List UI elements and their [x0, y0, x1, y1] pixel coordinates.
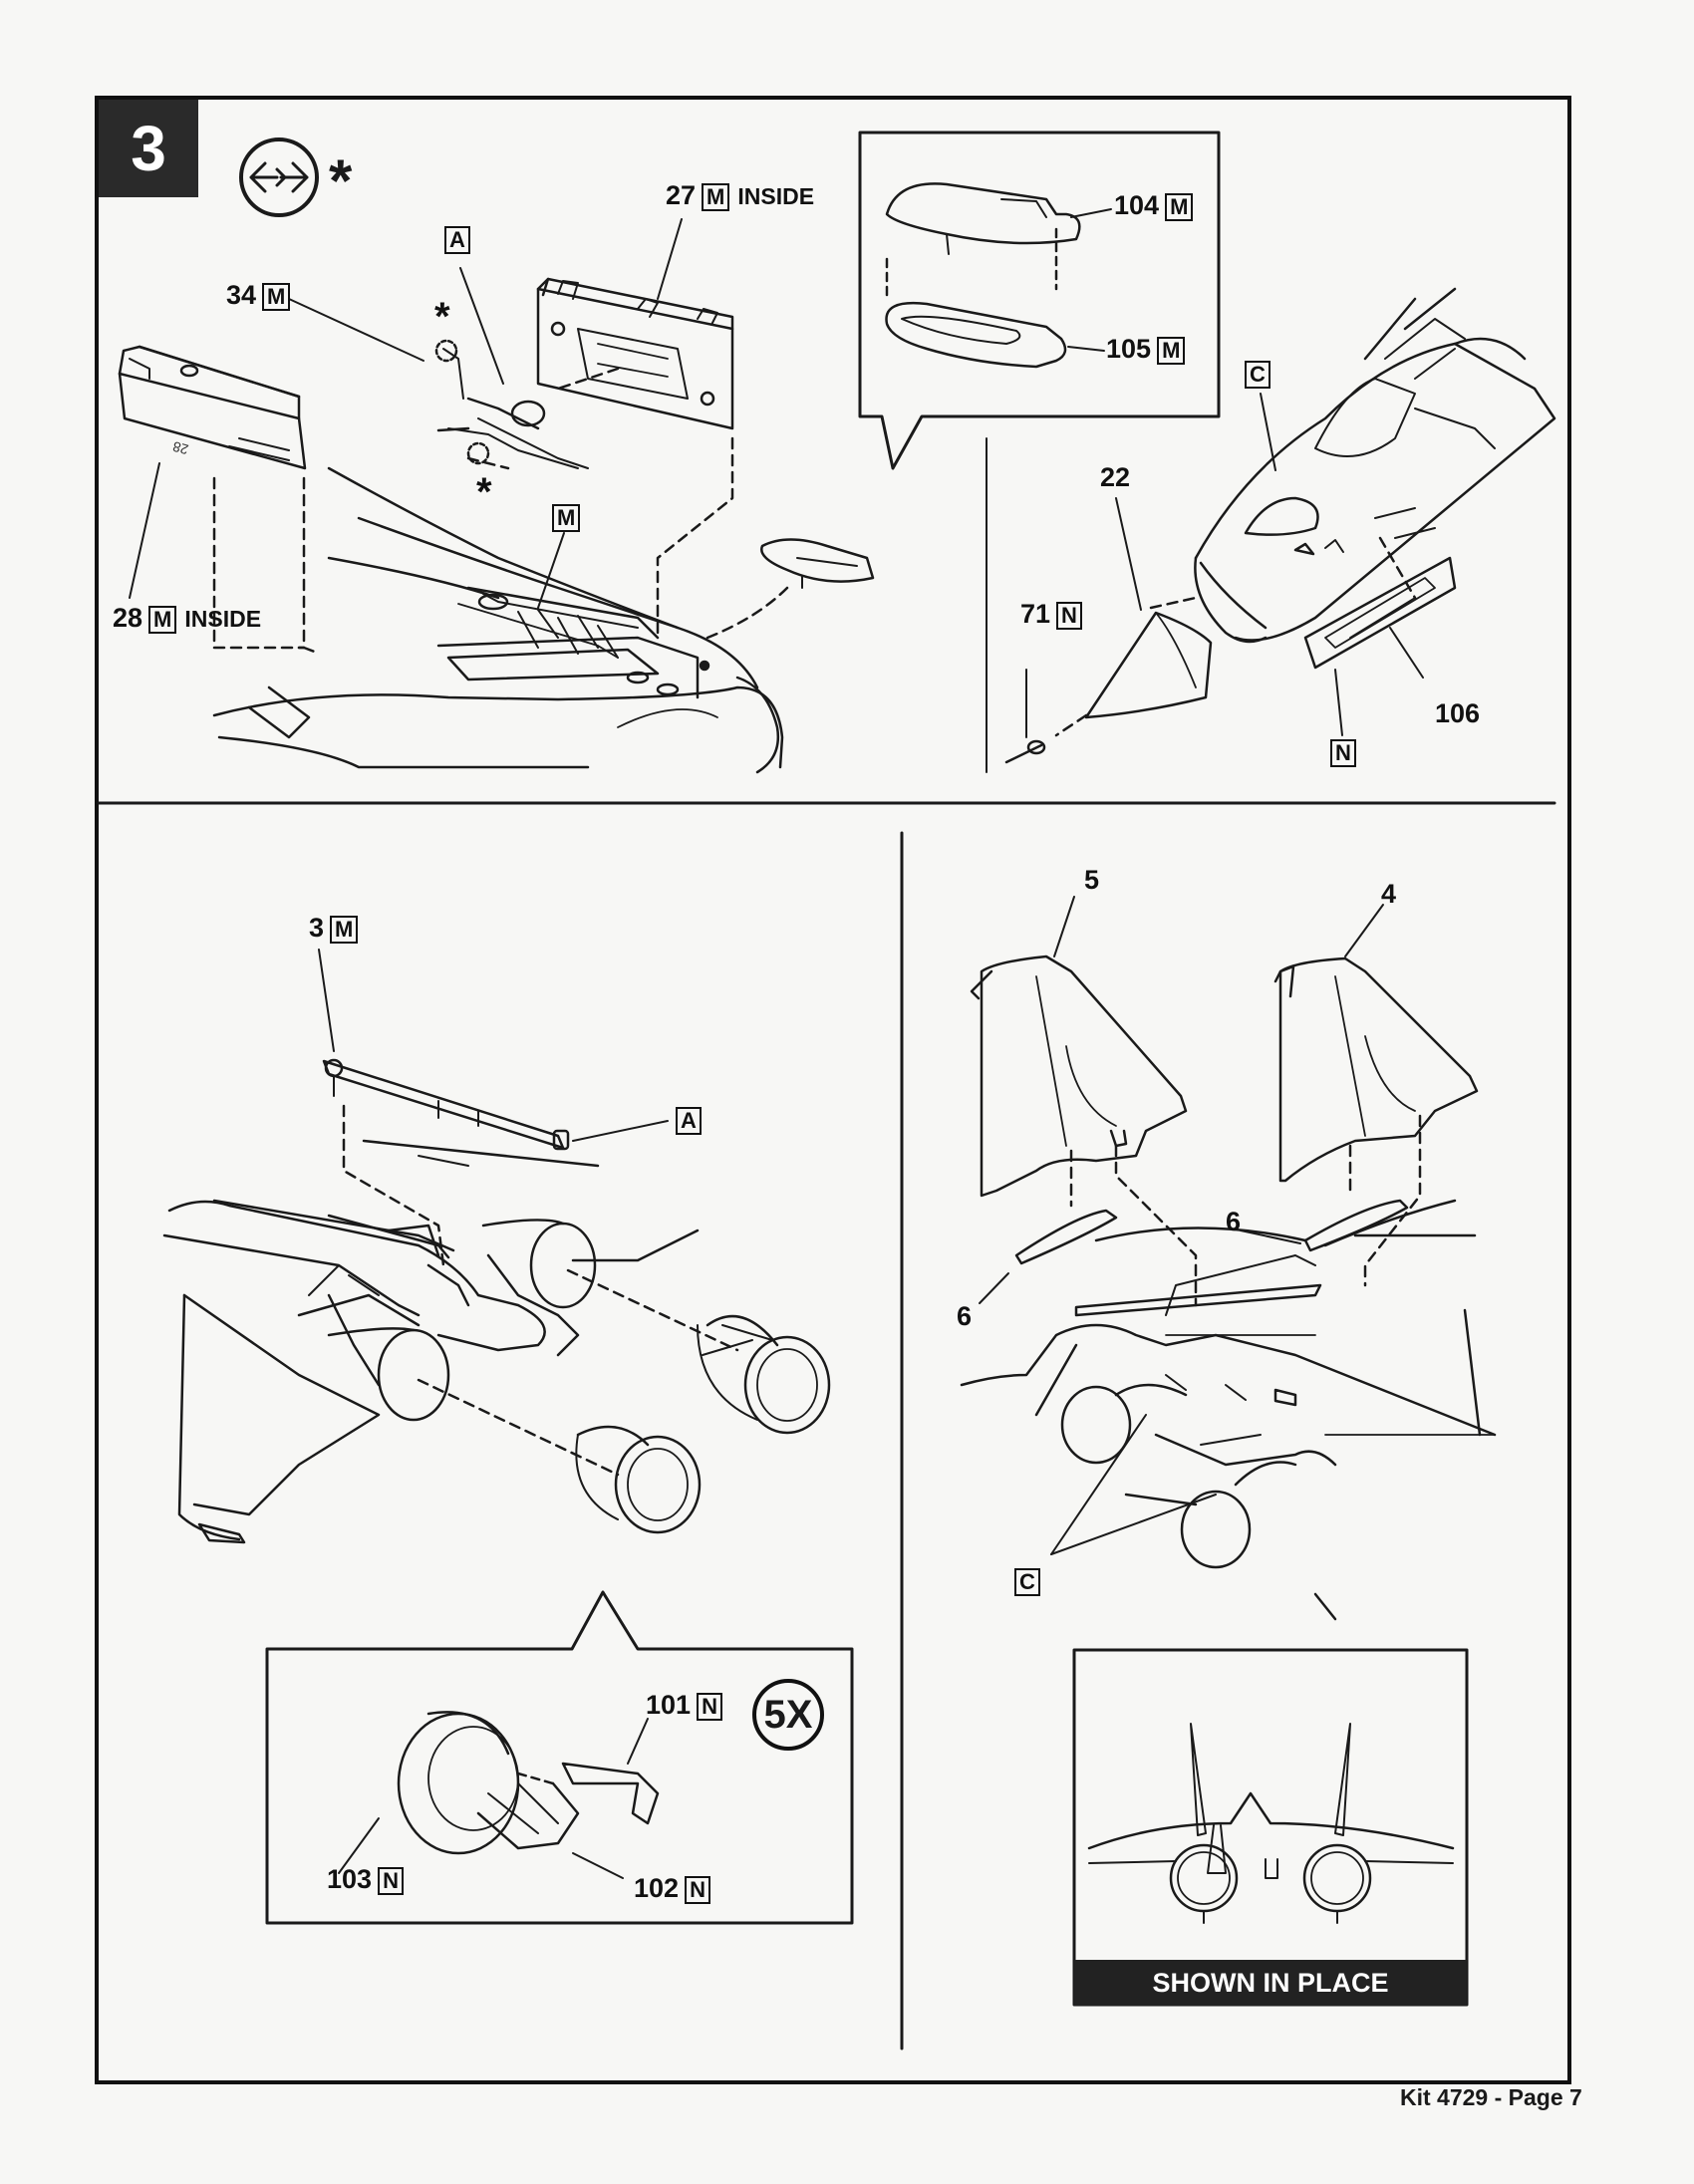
shown-in-place-caption: SHOWN IN PLACE: [1074, 1960, 1467, 2006]
quantity-badge: 5X: [752, 1679, 824, 1751]
decal-number-28: 28: [170, 438, 189, 458]
fuselage-section-drawing: [212, 466, 784, 774]
placement-lines-bottom-left: [342, 1104, 739, 1477]
sprue-letter-box: N: [1330, 738, 1356, 767]
page-footer: Kit 4729 - Page 7: [1400, 2084, 1582, 2110]
part-label-5: 5: [1084, 867, 1099, 894]
sprue-letter-box: M: [262, 282, 291, 311]
asterisk-marker-b: *: [476, 470, 492, 514]
nose-cone-22: [1084, 611, 1213, 719]
aft-fuselage-with-tails: [960, 1199, 1497, 1621]
rail-part-3: [322, 1058, 600, 1168]
inset-callout-104-105: [858, 131, 1221, 470]
part-number: 4: [1381, 879, 1397, 909]
part-number: 71: [1020, 599, 1051, 629]
leader-lines-top-right: [986, 393, 1424, 773]
leader-lines-top-left: [129, 218, 683, 609]
part-label-a-top: A: [438, 225, 470, 254]
part-number: 103: [327, 1864, 373, 1894]
part-label-n-panel: N: [1324, 738, 1356, 767]
forward-fuselage-drawing: [1194, 287, 1556, 644]
part-number: 3: [309, 913, 325, 943]
sprue-letter-box: M: [1165, 192, 1194, 221]
exhaust-nozzle-left: [575, 1425, 702, 1534]
tail-fairing-6-right: [1303, 1199, 1409, 1252]
small-part-pod: [760, 538, 875, 589]
inside-note: INSIDE: [184, 606, 262, 632]
sprue-letter-box: M: [1157, 336, 1186, 365]
part-label-c-top: C: [1239, 360, 1270, 389]
sprue-letter-box: A: [444, 225, 470, 254]
part-number: 28: [113, 603, 143, 633]
side-panel-106: [1303, 556, 1457, 670]
sprue-letter-box: N: [378, 1866, 404, 1895]
bay-door-28: [118, 345, 307, 470]
inside-note: INSIDE: [737, 183, 815, 209]
sprue-letter-box: A: [676, 1106, 702, 1135]
part-label-a-rail: A: [670, 1106, 702, 1135]
asterisk-symbol: *: [329, 147, 353, 214]
part-label-6-right: 6: [1226, 1209, 1241, 1235]
part-number: 34: [226, 280, 257, 310]
vertical-tail-4: [1273, 956, 1479, 1183]
part-label-m-bay: M: [546, 503, 581, 532]
leader-lines-bottom-left: [318, 949, 669, 1142]
vertical-tail-5: [970, 955, 1188, 1198]
sprue-letter-box: M: [702, 182, 730, 211]
placement-lines-top-right: [1054, 536, 1417, 737]
sprue-letter-box: N: [697, 1692, 722, 1721]
sprue-letter-box: N: [1056, 601, 1082, 630]
part-number: 27: [666, 180, 697, 210]
instruction-frame: [95, 96, 1571, 2084]
sprue-letter-box: M: [552, 503, 581, 532]
shown-in-place-inset: [1072, 1648, 1469, 2007]
sprue-letter-box: C: [1245, 360, 1270, 389]
inset-callout-nozzle: [265, 1590, 854, 1925]
part-label-6-left: 6: [957, 1303, 972, 1330]
placement-lines-top-left: [212, 367, 789, 655]
aft-fuselage-drawing: [162, 1199, 700, 1544]
part-label-22: 22: [1100, 464, 1130, 491]
pitot-probe-71: [1004, 739, 1046, 764]
placement-lines-bottom-right: [1069, 1114, 1422, 1307]
bay-door-27: [536, 277, 734, 430]
part-label-106: 106: [1435, 700, 1480, 727]
probe-assembly-part-a: [434, 339, 589, 469]
sprue-letter-box: C: [1014, 1567, 1040, 1596]
part-number: 102: [634, 1873, 680, 1903]
sprue-letter-box: N: [685, 1875, 710, 1904]
part-number: 22: [1100, 462, 1131, 492]
part-number: 101: [646, 1690, 692, 1720]
part-number: 106: [1435, 698, 1481, 728]
mirror-assembly-icon: [239, 137, 319, 217]
asterisk-marker-a: *: [434, 295, 450, 339]
part-number: 104: [1114, 190, 1160, 220]
leader-lines-bottom-right: [979, 896, 1384, 1555]
part-number: 105: [1106, 334, 1152, 364]
part-label-c-bottom: C: [1008, 1567, 1040, 1596]
part-number: 6: [1226, 1207, 1242, 1236]
part-number: 5: [1084, 865, 1100, 895]
exhaust-nozzle-right: [697, 1314, 831, 1435]
tail-fairing-6-left: [1014, 1209, 1118, 1265]
sprue-letter-box: M: [148, 605, 177, 634]
part-label-4: 4: [1381, 881, 1396, 908]
part-number: 6: [957, 1301, 973, 1331]
step-number-badge: 3: [99, 100, 198, 197]
sprue-letter-box: M: [330, 915, 359, 944]
